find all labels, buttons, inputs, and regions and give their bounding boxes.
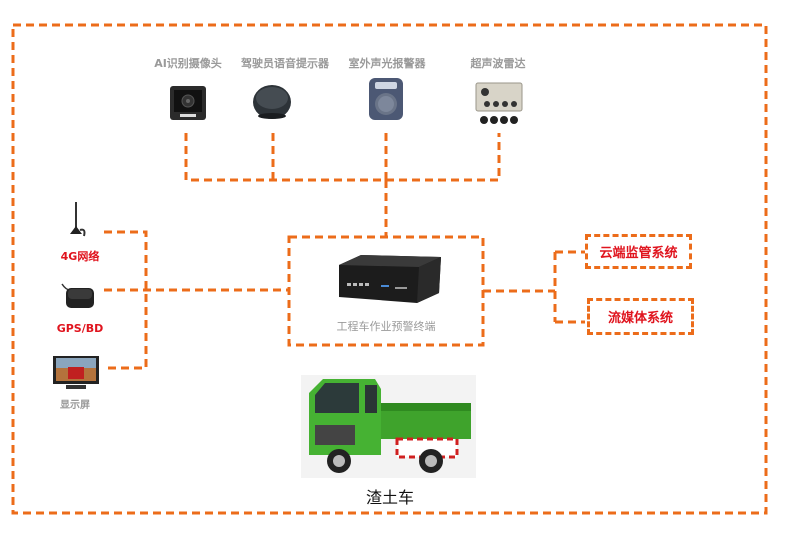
- device-label-outdoor-alarm: 室外声光报警器: [348, 57, 426, 70]
- system-label-cloud: 云端监管系统: [599, 246, 678, 261]
- terminal-icon: [339, 255, 441, 303]
- camera-icon: [170, 86, 206, 120]
- device-label-ai-camera: AI识别摄像头: [154, 57, 222, 70]
- truck-image: [301, 375, 476, 478]
- device-label-display: 显示屏: [60, 400, 90, 411]
- left-bus: [104, 230, 289, 370]
- device-label-ultrasonic-radar: 超声波雷达: [470, 57, 526, 70]
- system-label-streaming: 流媒体系统: [607, 311, 673, 326]
- alarm-icon: [369, 78, 403, 120]
- vehicle-label: 渣土车: [365, 488, 414, 507]
- outer-frame: [11, 23, 768, 515]
- truck-icon: [309, 379, 471, 473]
- radar-icon: [475, 82, 523, 124]
- device-label-voice-prompter: 驾驶员语音提示器: [241, 57, 329, 70]
- system-box-cloud-supervision: 云端监管系统: [585, 234, 692, 269]
- right-bus: [483, 250, 585, 324]
- top-bus: [184, 133, 501, 182]
- antenna-icon: [70, 202, 86, 237]
- device-label-gps: GPS/BD: [56, 322, 104, 335]
- center-terminal-label: 工程车作业预警终端: [336, 320, 436, 333]
- monitor-icon: [53, 356, 99, 389]
- gps-icon: [61, 283, 94, 308]
- device-label-4g: 4G网络: [60, 250, 100, 263]
- speaker-icon: [253, 85, 291, 119]
- system-box-streaming-media: 流媒体系统: [587, 298, 694, 335]
